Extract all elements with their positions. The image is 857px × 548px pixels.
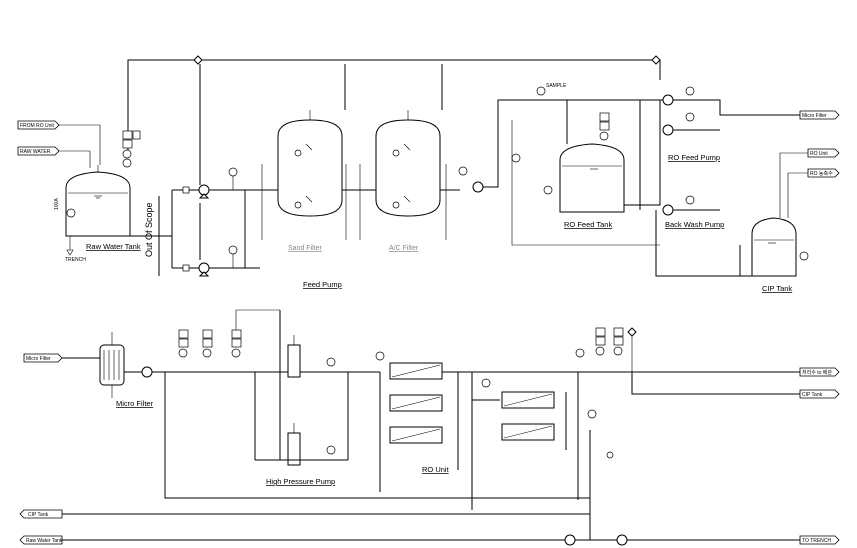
ro-unit-membranes (375, 351, 567, 510)
flag-micro-filter-in: Micro Filter (23, 353, 63, 363)
svg-text:SAMPLE: SAMPLE (546, 83, 567, 89)
svg-text:RAW WATER: RAW WATER (20, 149, 51, 155)
flag-from-ro-unit: FROM RO Unit (17, 120, 60, 130)
label-feed-pump: Feed Pump (303, 280, 342, 289)
svg-text:100A: 100A (54, 198, 60, 210)
flag-to-trench: TO TRENCH (799, 535, 840, 545)
svg-text:CIP Tank: CIP Tank (28, 512, 49, 518)
ro-feed-tank (543, 112, 625, 213)
label-high-pressure-pump: High Pressure Pump (266, 477, 335, 486)
instrument-stack-right (575, 327, 637, 372)
svg-text:FROM RO Unit: FROM RO Unit (20, 123, 55, 129)
feed-pump-lines (172, 64, 260, 277)
top-header-pipe (127, 55, 661, 152)
svg-text:처리수 to 배관: 처리수 to 배관 (802, 369, 832, 376)
cip-tank (751, 217, 809, 277)
label-micro-filter: Micro Filter (116, 399, 154, 408)
svg-text:TRENCH: TRENCH (65, 257, 86, 263)
label-back-wash-pump: Back Wash Pump (665, 220, 724, 229)
svg-text:Micro Filter: Micro Filter (802, 113, 827, 119)
label-ro-feed-pump: RO Feed Pump (668, 153, 720, 162)
instrument-stack-1 (122, 130, 141, 168)
flag-raw-water-tank-in: Raw Water Tank (19, 535, 63, 545)
label-raw-water-tank: Raw Water Tank (86, 242, 141, 251)
svg-text:Micro Filter: Micro Filter (26, 356, 51, 362)
instrument-stack-bottom (178, 309, 280, 358)
svg-text:RO 농축수: RO 농축수 (810, 170, 833, 177)
label-out-of-scope: Out Of Scope (144, 202, 154, 257)
svg-text:RO Unit: RO Unit (810, 151, 828, 157)
svg-text:Raw Water Tank: Raw Water Tank (26, 538, 63, 544)
raw-water-tank (65, 165, 131, 237)
label-ro-unit: RO Unit (422, 465, 450, 474)
label-sand-filter: Sand Filter (288, 245, 323, 252)
flag-treated-water: 처리수 to 배관 (799, 367, 840, 377)
label-ro-feed-tank: RO Feed Tank (564, 220, 612, 229)
flag-ro-unit-in: RO Unit (807, 148, 840, 158)
label-ac-filter: A/C Filter (389, 245, 419, 252)
ro-feed-pumps (624, 86, 800, 216)
flag-cip-tank-out: CIP Tank (799, 389, 840, 399)
micro-filter-vessel (99, 332, 125, 398)
flag-micro-filter-out: Micro Filter (799, 110, 840, 120)
svg-text:TO TRENCH: TO TRENCH (802, 538, 831, 544)
flag-ro-concentrate-in: RO 농축수 (807, 168, 840, 178)
svg-text:CIP Tank: CIP Tank (802, 392, 823, 398)
booster-pump-icon (472, 181, 484, 193)
ac-filter-vessel (375, 110, 441, 217)
flag-cip-tank-in: CIP Tank (19, 509, 63, 519)
sand-filter-vessel (277, 110, 343, 217)
label-cip-tank: CIP Tank (762, 284, 792, 293)
high-pressure-pumps (254, 310, 349, 466)
flag-raw-water: RAW WATER (17, 146, 60, 156)
